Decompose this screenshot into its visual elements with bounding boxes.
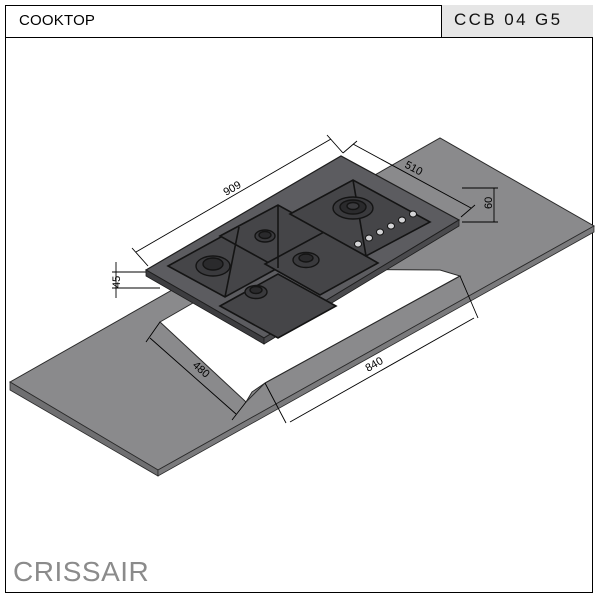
dim-label-height: 60 [483, 197, 495, 209]
knob-4 [387, 222, 395, 230]
dim-line-width [135, 138, 332, 253]
brand-name-part2: AIR [101, 556, 150, 587]
drawing-frame [5, 5, 593, 593]
dim-line-cutout-width [289, 317, 475, 423]
dim-label-thickness: 45 [111, 276, 123, 288]
brand-logo: CRISSAIR [13, 556, 149, 588]
knob-5 [398, 216, 406, 224]
model-box: CCB 04 G5 [441, 5, 593, 37]
brand-name-part1: CRISS [13, 556, 102, 587]
burners [195, 196, 374, 300]
knob-1 [354, 240, 362, 248]
dim-label-width: 909 [222, 179, 244, 199]
dim-line-cutout-depth [149, 337, 237, 415]
knob-3 [376, 228, 384, 236]
control-knobs [354, 210, 417, 248]
knob-6 [409, 210, 417, 218]
product-category: COOKTOP [19, 12, 96, 29]
dimension-lines [112, 134, 498, 424]
dim-line-depth [352, 143, 472, 209]
knob-2 [365, 234, 373, 242]
title-block: COOKTOP CCB 04 G5 [5, 5, 593, 38]
model-number: CCB 04 G5 [454, 10, 563, 29]
